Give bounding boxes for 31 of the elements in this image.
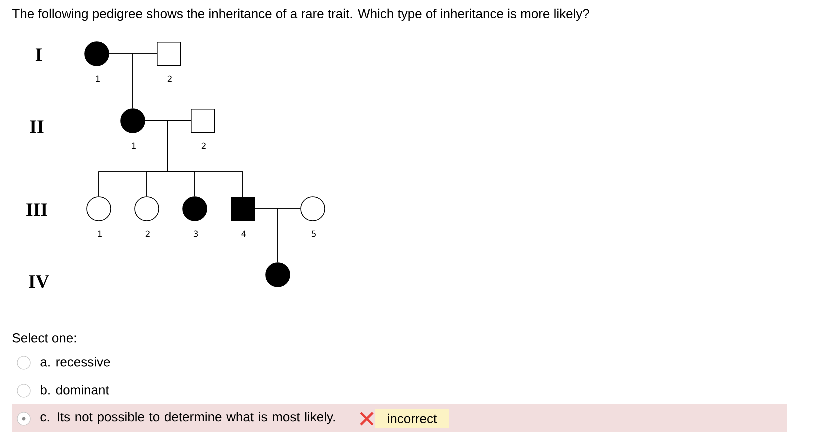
individual-number: 1 — [98, 230, 102, 238]
individual-number: 2 — [202, 142, 206, 150]
open-square — [191, 109, 216, 133]
descent-line — [168, 120, 244, 198]
answer-option: a. recessive — [40, 357, 110, 367]
question-text: The following pedigree shows the inheritance of a rare trait. Which type of inheritance is more likely? — [12, 8, 590, 22]
prompt-text: Select one: — [12, 333, 76, 343]
generation-label: II — [30, 120, 44, 134]
feedback-highlight: incorrect — [375, 409, 450, 428]
individual-number: 3 — [194, 230, 198, 238]
individual-number: 2 — [168, 76, 172, 82]
open-circle — [300, 196, 326, 222]
open-circle — [86, 196, 112, 222]
descent-line — [278, 208, 301, 263]
individual-number: 2 — [146, 230, 150, 238]
filled-circle — [120, 108, 146, 134]
filled-circle — [182, 196, 208, 222]
individual-number: 4 — [242, 230, 246, 238]
filled-square — [231, 197, 256, 221]
filled-circle — [84, 42, 110, 66]
open-square — [157, 42, 181, 66]
generation-label: IV — [29, 276, 50, 288]
individual-number: 1 — [96, 76, 100, 82]
filled-circle — [266, 262, 290, 288]
generation-label: I — [36, 48, 42, 62]
individual-number: 5 — [312, 230, 316, 238]
individual-number: 1 — [132, 142, 136, 150]
answer-option: b. dominant — [41, 385, 110, 395]
descent-line — [132, 54, 158, 109]
open-circle — [134, 196, 160, 222]
generation-label: III — [26, 204, 48, 216]
